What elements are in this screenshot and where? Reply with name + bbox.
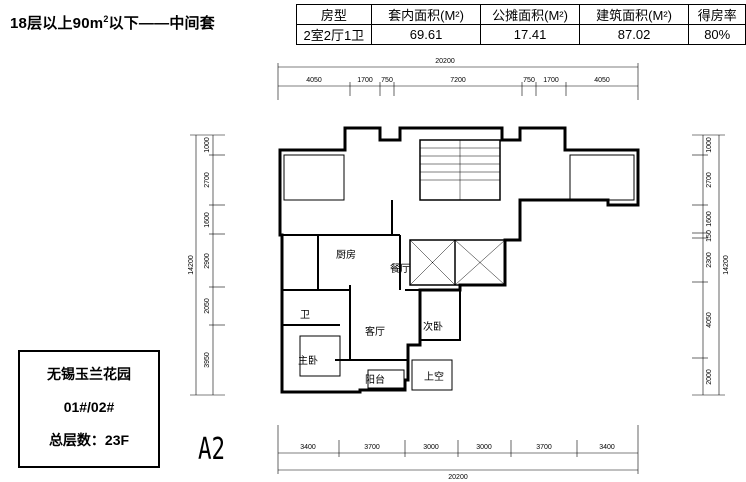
project-info-box: 无锡玉兰花园 01#/02# 总层数：23F: [18, 350, 160, 468]
area-spec-table: 房型 套内面积(M²) 公摊面积(M²) 建筑面积(M²) 得房率 2室2厅1卫…: [296, 4, 746, 45]
room-kitchen: 厨房: [336, 248, 356, 261]
plan-headline: 18层以上90m2以下——中间套: [10, 14, 215, 32]
dim-right-3: 150: [706, 230, 713, 242]
floor-count: 总层数：23F: [48, 432, 130, 448]
dim-right-2: 1600: [706, 211, 713, 227]
room-dining: 餐厅: [390, 262, 410, 275]
room-void: 上空: [424, 370, 444, 383]
dim-right-0: 1000: [706, 137, 713, 153]
dim-right-1: 2700: [706, 172, 713, 188]
room-balcony: 阳台: [365, 373, 385, 386]
dim-left-total: 14200: [188, 255, 195, 275]
unit-model-label: A2: [198, 432, 226, 467]
dim-top-4: 750: [523, 77, 535, 84]
dim-bottom-3: 3000: [476, 444, 492, 451]
dim-bottom-0: 3400: [300, 444, 316, 451]
dim-right-4: 2300: [706, 252, 713, 268]
project-name: 无锡玉兰花园: [47, 366, 131, 382]
room-bathroom: 卫: [300, 310, 310, 321]
dim-bottom-total: 20200: [448, 474, 468, 481]
room-living: 客厅: [365, 325, 385, 338]
dim-bottom-1: 3700: [364, 444, 380, 451]
dim-top-0: 4050: [306, 77, 322, 84]
header-building-area: 建筑面积(M²): [578, 4, 690, 25]
dim-right-6: 2000: [706, 369, 713, 385]
cell-interior-area: 69.61: [370, 24, 482, 45]
building-number: 01#/02#: [63, 399, 115, 415]
dim-left-5: 3950: [204, 352, 211, 368]
dim-left-0: 1000: [204, 137, 211, 153]
dim-bottom-5: 3400: [599, 444, 615, 451]
dim-left-4: 2050: [204, 298, 211, 314]
dim-left-3: 2900: [204, 253, 211, 269]
dim-left-1: 2700: [204, 172, 211, 188]
dim-top-5: 1700: [543, 77, 559, 84]
table-row: 2室2厅1卫 69.61 17.41 87.02 80%: [296, 24, 746, 45]
dim-top-total: 20200: [435, 58, 455, 65]
dim-top-3: 7200: [450, 77, 466, 84]
dim-right-5: 4050: [706, 312, 713, 328]
dim-right-total: 14200: [723, 255, 730, 275]
cell-building-area: 87.02: [578, 24, 690, 45]
dim-bottom-4: 3700: [536, 444, 552, 451]
dim-top-1: 1700: [357, 77, 373, 84]
dim-top-2: 750: [381, 77, 393, 84]
cell-efficiency: 80%: [688, 24, 746, 45]
dim-top-6: 4050: [594, 77, 610, 84]
room-master-bedroom: 主卧: [298, 354, 318, 367]
cell-unit-type: 2室2厅1卫: [296, 24, 372, 45]
dim-bottom-2: 3000: [423, 444, 439, 451]
dim-left-2: 1600: [204, 212, 211, 228]
room-second-bedroom: 次卧: [423, 320, 443, 333]
header-interior-area: 套内面积(M²): [370, 4, 482, 25]
cell-shared-area: 17.41: [480, 24, 580, 45]
